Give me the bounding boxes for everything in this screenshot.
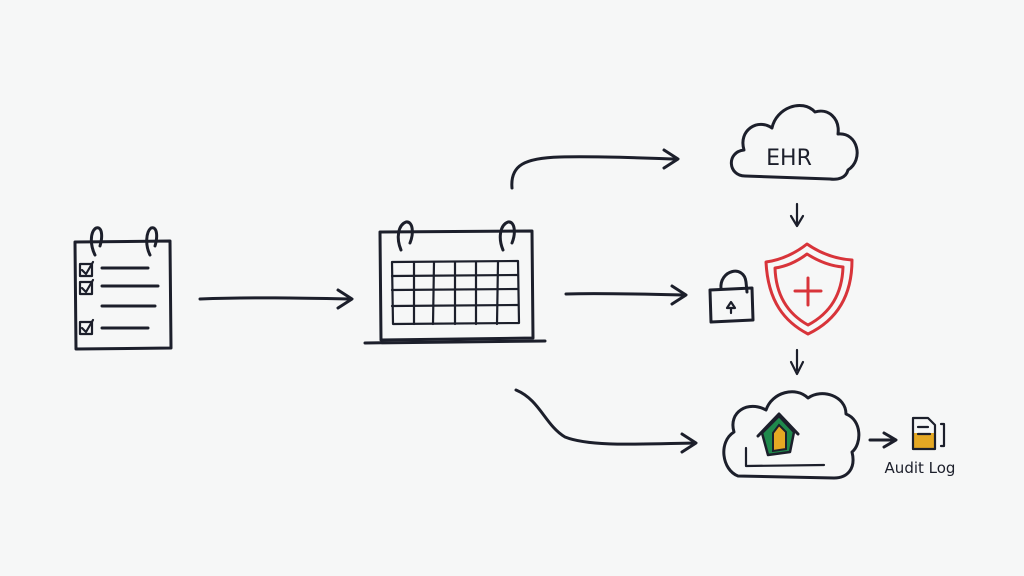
arrow-cloud-to-audit [868, 431, 898, 449]
checklist-icon [73, 226, 173, 351]
house-icon [756, 412, 800, 457]
audit-log-icon [911, 416, 946, 451]
cloud-storage-icon [722, 390, 861, 480]
ehr-label: EHR [766, 146, 812, 171]
arrow-calendar-to-ehr [510, 148, 680, 190]
arrow-checklist-to-calendar [198, 288, 354, 310]
calendar-icon [363, 220, 547, 345]
shield-icon [764, 242, 854, 336]
lock-icon [708, 269, 755, 324]
arrow-calendar-to-shield [564, 284, 688, 306]
arrow-ehr-to-shield [789, 202, 805, 228]
audit-log-label: Audit Log [885, 459, 956, 477]
ehr-cloud: EHR [729, 103, 859, 181]
arrow-calendar-to-cloud [514, 388, 698, 454]
arrow-shield-to-cloud [789, 348, 805, 376]
